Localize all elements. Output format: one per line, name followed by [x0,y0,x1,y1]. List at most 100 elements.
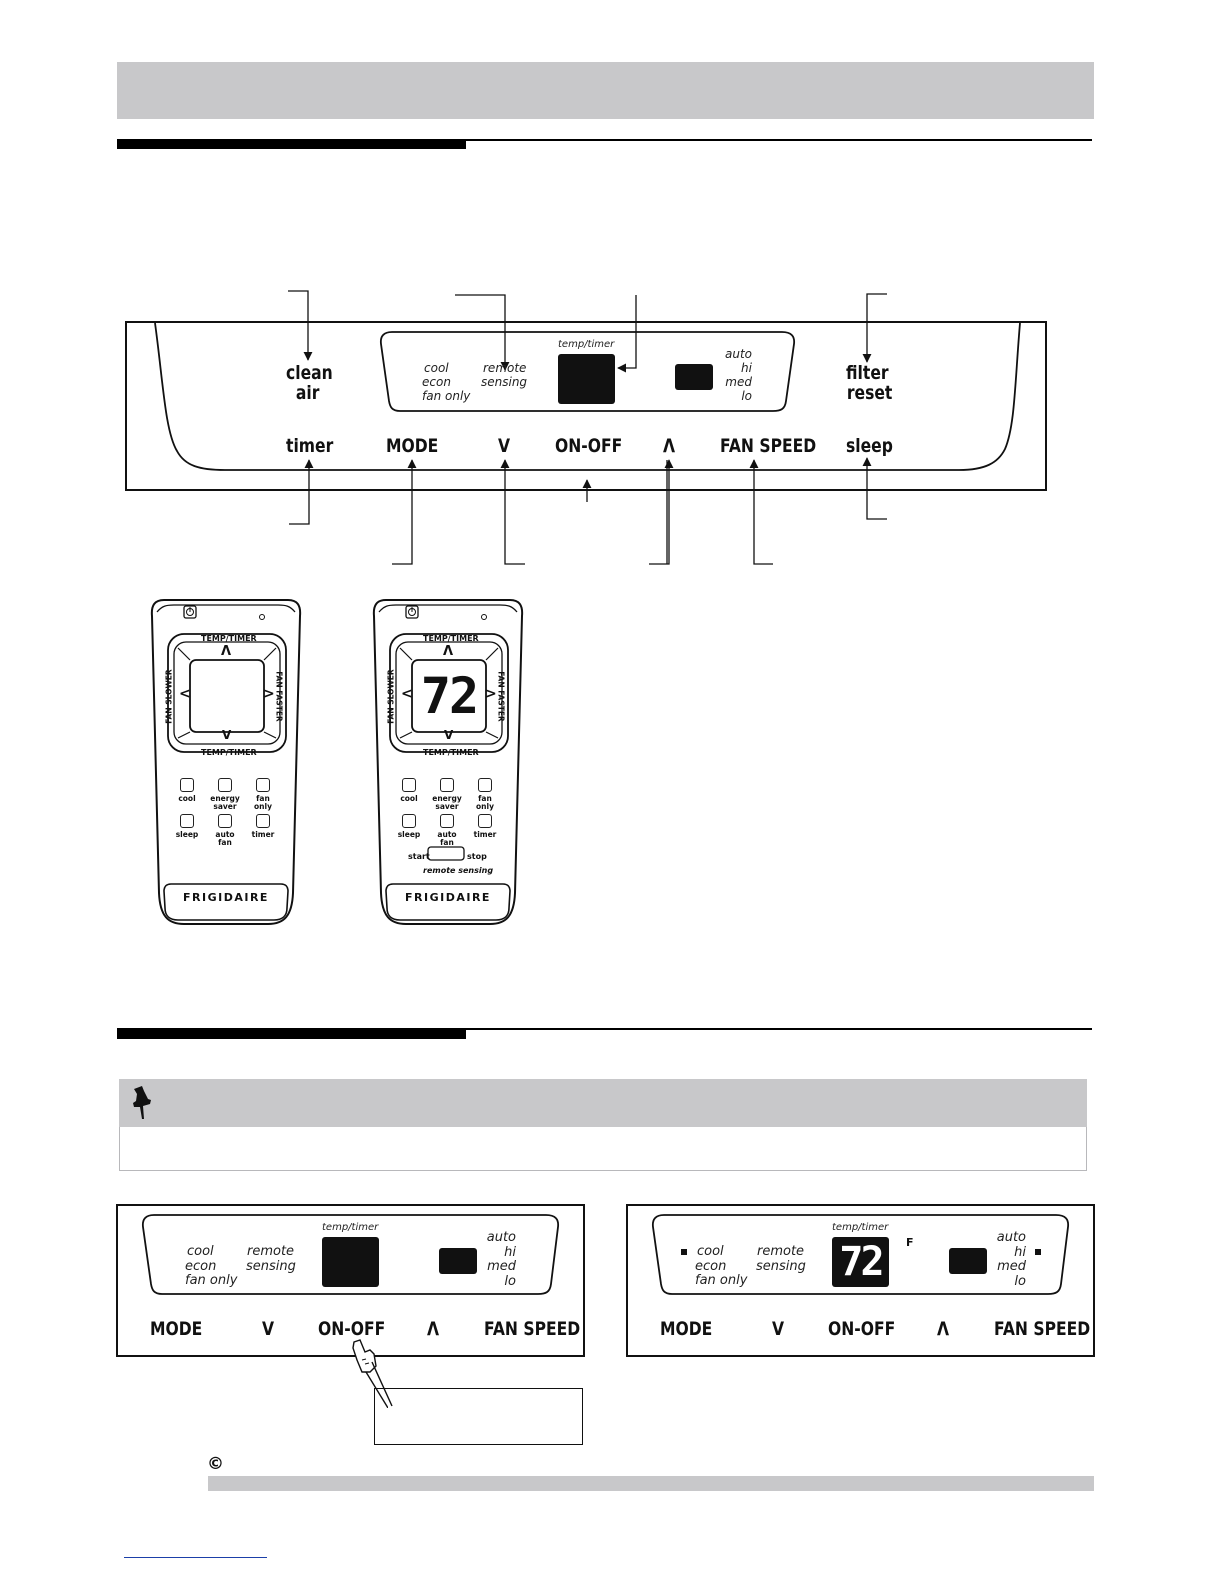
before-remote-sensing: remote sensing [246,1244,296,1274]
fan-speed-button[interactable]: FAN SPEED [720,435,817,457]
mode-fan-only: fan only [422,389,471,403]
remote2-up-arrow[interactable]: Λ [443,644,454,659]
remote-sensing-line1: remote [483,361,527,375]
remote-up-arrow[interactable]: Λ [221,644,232,659]
remote-control-blank: TEMP/TIMER TEMP/TIMER Λ V < > FAN SLOWER… [150,598,302,926]
temp-display [558,354,615,404]
remote-left-arrow[interactable]: < [179,686,191,702]
remote2-down-arrow[interactable]: V [444,728,454,742]
remote-cool-label: cool [178,794,196,803]
remote-sleep-label: sleep [175,830,199,839]
after-mode-button[interactable]: MODE [660,1318,713,1340]
section-rule-thin [466,139,1092,141]
before-up-button[interactable]: Λ [427,1318,440,1340]
remote2-right-arrow[interactable]: > [485,686,497,702]
remote-energy-saver-button[interactable] [218,778,232,792]
after-remote-line2: sensing [756,1258,806,1274]
before-fan-lo: lo [504,1273,516,1289]
remote2-fan-only-button[interactable] [478,778,492,792]
after-up-button[interactable]: Λ [937,1318,950,1340]
clean-air-label[interactable]: clean air [286,363,335,403]
after-down-button[interactable]: V [772,1318,785,1340]
after-fan-display [949,1248,987,1274]
remote-auto-fan-button[interactable] [218,814,232,828]
fan-speed-display [675,364,713,390]
before-fan-display [439,1248,477,1274]
filter-reset-button[interactable]: filter reset [846,363,895,403]
remote2-cool-button[interactable] [402,778,416,792]
remote2-start-label: start [408,852,430,861]
before-remote-line1: remote [247,1244,295,1259]
panel-after-window [651,1214,1070,1295]
panel-before-window [141,1214,560,1295]
sleep-button[interactable]: sleep [846,435,893,457]
callout-box [374,1388,583,1445]
after-mode-cool: cool [697,1244,724,1259]
header-bar [117,62,1094,119]
after-remote-line1: remote [757,1244,805,1259]
temp-up-button[interactable]: Λ [663,435,676,457]
remote-sensing-indicator: remote sensing [481,361,527,389]
after-mode-list: cool econ fan only [695,1244,747,1289]
remote-down-arrow[interactable]: V [222,728,232,742]
remote2-cool-label: cool [400,794,418,803]
remote-timer-label: timer [251,830,275,839]
before-temp-timer-label: temp/timer [322,1222,379,1233]
control-panel [125,321,1047,491]
before-fan-auto: auto [486,1230,516,1245]
remote2-sleep-button[interactable] [402,814,416,828]
cool-indicator-light [681,1249,687,1255]
remote-sensing-button[interactable] [428,847,464,860]
footer-link-underline[interactable] [124,1557,267,1558]
pushpin-icon [133,1086,151,1119]
remote2-fan-faster[interactable]: FAN FASTER [496,671,506,722]
remote-temp-timer-top: TEMP/TIMER [201,634,257,643]
remote-sleep-button[interactable] [180,814,194,828]
remote-timer-button[interactable] [256,814,270,828]
remote2-remote-sensing-label: remote sensing [423,866,494,875]
after-fan-auto: auto [996,1230,1026,1245]
before-fan-speed-button[interactable]: FAN SPEED [484,1318,581,1340]
remote2-timer-button[interactable] [478,814,492,828]
after-fan-speed-button[interactable]: FAN SPEED [994,1318,1091,1340]
remote-brand-logo: FRIGIDAIRE [183,891,269,904]
mode-econ: econ [422,375,451,389]
after-fan-lo: lo [1014,1273,1026,1289]
before-fan-list: auto hi med lo [474,1230,516,1289]
after-remote-sensing: remote sensing [756,1244,806,1274]
mode-button[interactable]: MODE [386,435,439,457]
note-header [119,1079,1087,1127]
remote-fan-only-button[interactable] [256,778,270,792]
before-down-button[interactable]: V [262,1318,275,1340]
remote2-sleep-label: sleep [397,830,421,839]
remote-right-arrow[interactable]: > [263,686,275,702]
before-mode-button[interactable]: MODE [150,1318,203,1340]
after-fan-list: auto hi med lo [984,1230,1026,1289]
remote2-fan-slower[interactable]: FAN SLOWER [386,669,396,724]
on-off-button[interactable]: ON-OFF [555,435,623,457]
after-on-off-button[interactable]: ON-OFF [828,1318,896,1340]
remote2-energy-saver-button[interactable] [440,778,454,792]
remote2-left-arrow[interactable]: < [401,686,413,702]
clean-air-line1: clean [286,362,333,384]
remote-control-active: TEMP/TIMER TEMP/TIMER Λ V < > FAN SLOWER… [372,598,524,926]
copyright-symbol: © [207,1454,224,1474]
panel-after [626,1204,1095,1357]
after-unit-label: F [906,1236,914,1249]
remote2-temp-timer-bottom: TEMP/TIMER [423,748,479,757]
before-on-off-button[interactable]: ON-OFF [318,1318,386,1340]
footer-bar [208,1476,1094,1491]
timer-button[interactable]: timer [286,435,334,457]
fan-hi-indicator-light [1035,1249,1041,1255]
remote2-timer-label: timer [473,830,497,839]
remote-fan-faster[interactable]: FAN FASTER [274,671,284,722]
after-fan-hi: hi [1014,1244,1026,1260]
remote-fan-slower[interactable]: FAN SLOWER [164,669,174,724]
temp-down-button[interactable]: V [498,435,511,457]
after-fan-med: med [997,1259,1026,1274]
remote-cool-button[interactable] [180,778,194,792]
fan-hi: hi [741,361,752,375]
remote2-auto-fan-button[interactable] [440,814,454,828]
